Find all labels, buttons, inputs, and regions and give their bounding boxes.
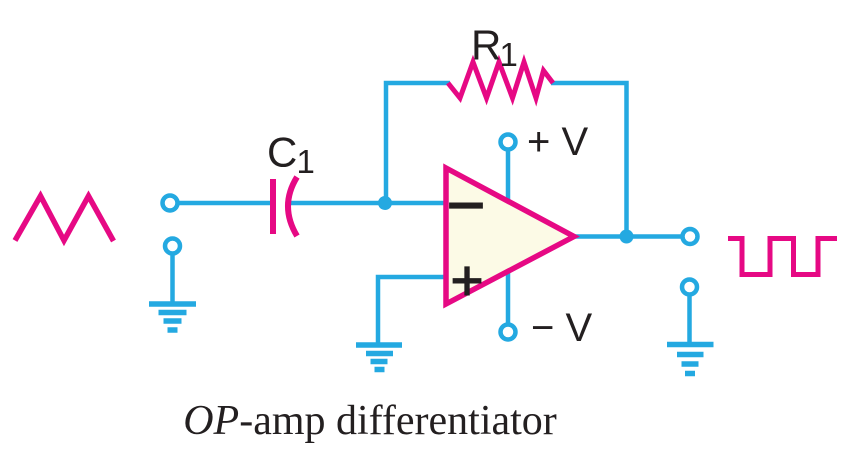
capacitor-label: C: [267, 129, 297, 176]
triangular-wave-icon: [12, 190, 116, 247]
noninverting-input-plus-sign: +: [448, 253, 487, 307]
terminal-input: [160, 193, 180, 213]
negative-supply-label: − V: [531, 306, 592, 350]
inverting-input-minus-sign: −: [443, 173, 488, 236]
junction-dot-output-node: [619, 229, 634, 244]
figure-caption: OP-amp differentiator: [0, 398, 740, 444]
capacitor-right-plate: [285, 175, 300, 238]
ground-symbol-noninverting: [356, 342, 402, 373]
terminal-input-ground: [162, 236, 183, 256]
wires: [170, 80, 692, 345]
capacitor-label-subscript: 1: [297, 143, 315, 180]
resistor-label: R: [471, 22, 501, 69]
square-wave-icon: [728, 236, 837, 277]
caption-regular-part: -amp differentiator: [239, 398, 557, 444]
ground-symbol-output: [667, 341, 714, 377]
caption-italic-part: OP: [183, 398, 240, 444]
positive-supply-label: + V: [527, 120, 588, 164]
terminal-output-ground: [679, 277, 700, 297]
resistor-zigzag: [446, 53, 555, 107]
ground-symbol-input: [149, 301, 196, 333]
junction-dot-inverting-node: [378, 196, 392, 210]
opamp-triangle: [443, 163, 580, 309]
wire-feedback-right: [551, 80, 629, 237]
wire-noninverting-to-ground: [375, 274, 446, 345]
resistor-label-subscript: 1: [500, 36, 518, 73]
terminal-negative-supply: [498, 322, 518, 342]
wire-feedback-left: [383, 80, 450, 203]
terminal-positive-supply: [498, 132, 518, 152]
terminal-output: [680, 226, 700, 247]
